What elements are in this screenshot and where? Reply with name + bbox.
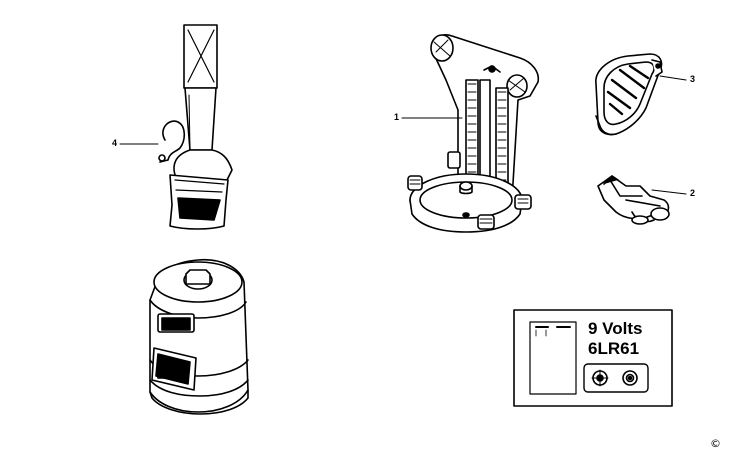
callout-label-4: 4 [112, 138, 118, 148]
battery-type-label: 6LR61 [588, 339, 640, 358]
leader-lines [119, 75, 687, 195]
part-4-strap-bracket [158, 24, 233, 230]
battery-voltage-label: 9 Volts [588, 319, 643, 338]
laser-level-unit [149, 258, 249, 415]
callout-label-2: 2 [690, 188, 696, 198]
callout-label-3: 3 [690, 74, 696, 84]
part-1-laser-holder [407, 34, 540, 233]
leader-3 [659, 75, 687, 81]
battery-info-panel [513, 309, 673, 407]
part-2-clip [597, 175, 670, 225]
copyright-symbol: © [710, 437, 721, 450]
callout-label-1: 1 [394, 112, 400, 122]
leader-2 [651, 189, 687, 195]
part-3-battery-cover [595, 53, 663, 136]
